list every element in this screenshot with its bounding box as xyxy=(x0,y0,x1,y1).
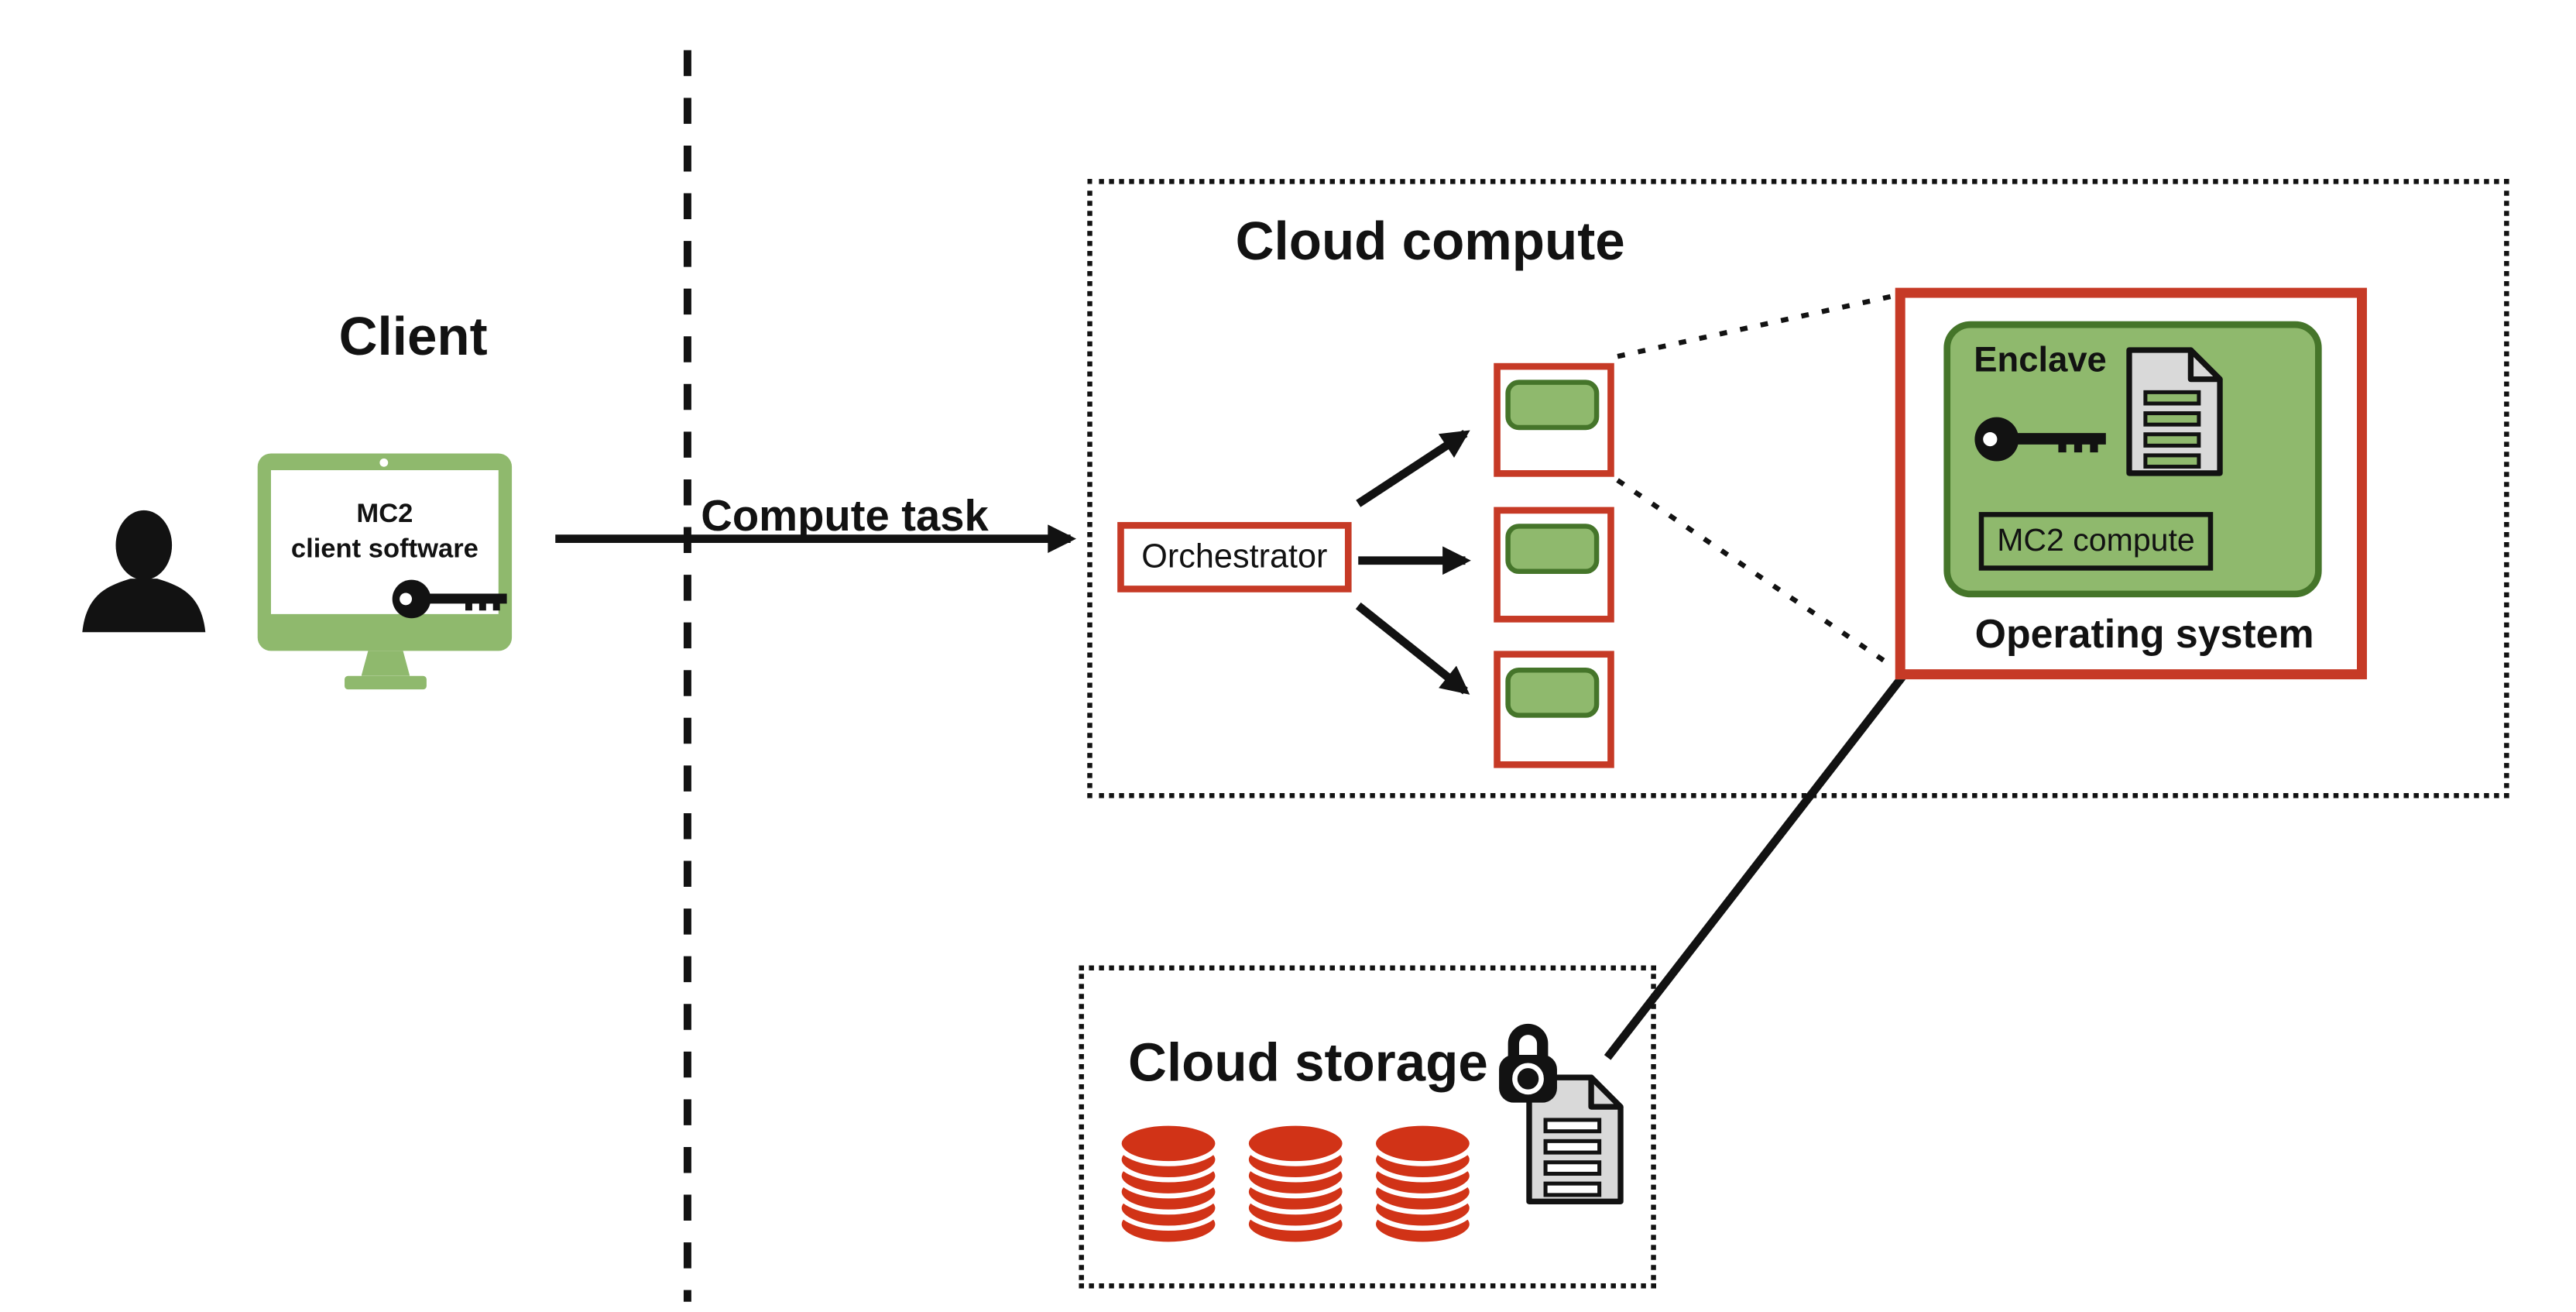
operating-system-label: Operating system xyxy=(1974,612,2314,658)
client-software-label: MC2 client software xyxy=(271,497,499,568)
worker-node-1 xyxy=(1494,362,1614,477)
document-icon xyxy=(2125,345,2225,479)
orchestrator-label: Orchestrator xyxy=(1141,538,1328,575)
database-icon xyxy=(1113,1121,1225,1246)
cloud-storage-region xyxy=(1079,965,1656,1289)
monitor-screen: MC2 client software xyxy=(270,470,499,614)
mc2-compute-label: MC2 compute xyxy=(1997,523,2195,558)
client-software-line2: client software xyxy=(290,535,478,565)
worker-node-3-enclave xyxy=(1505,667,1600,718)
worker-node-3 xyxy=(1494,651,1614,768)
monitor-stand-neck xyxy=(361,651,410,676)
cloud-compute-region xyxy=(1087,179,2509,799)
mc2-compute-box: MC2 compute xyxy=(1978,512,2214,571)
key-icon xyxy=(1974,417,2106,462)
orchestrator-box: Orchestrator xyxy=(1117,522,1352,592)
monitor-stand-base xyxy=(345,675,427,690)
worker-node-2 xyxy=(1494,507,1614,623)
client-software-line1: MC2 xyxy=(356,500,413,529)
database-icon xyxy=(1367,1121,1479,1246)
cloud-storage-title: Cloud storage xyxy=(1128,1032,1488,1093)
client-monitor: MC2 client software xyxy=(257,453,513,690)
database-icon xyxy=(1240,1121,1352,1246)
key-icon xyxy=(392,579,507,619)
worker-node-1-enclave xyxy=(1505,380,1600,431)
camera-dot-icon xyxy=(379,458,389,467)
client-title: Client xyxy=(338,306,488,367)
enclave-label: Enclave xyxy=(1974,341,2107,380)
cloud-compute-title: Cloud compute xyxy=(1235,211,1625,271)
compute-task-label: Compute task xyxy=(701,489,989,541)
padlock-icon xyxy=(1497,1015,1559,1104)
person-icon xyxy=(82,510,206,633)
worker-node-2-enclave xyxy=(1505,524,1600,575)
